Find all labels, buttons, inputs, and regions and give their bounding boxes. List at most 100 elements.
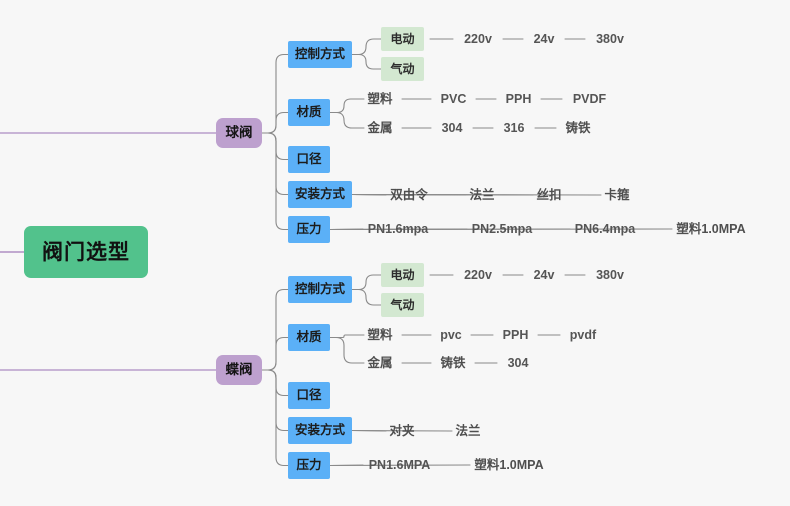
node-label: 法兰 — [469, 187, 495, 202]
node-label: 卡箍 — [604, 187, 630, 202]
node-bfly-plastic[interactable]: 塑料 — [364, 325, 396, 345]
branch-node-butterfly-valve[interactable]: 蝶阀 — [216, 355, 262, 385]
node-label: PPH — [505, 91, 532, 106]
node-ball-316[interactable]: 316 — [499, 118, 529, 138]
node-label: 蝶阀 — [225, 362, 253, 378]
node-ball-pph[interactable]: PPH — [502, 89, 535, 109]
node-label: 塑料 — [367, 91, 393, 106]
node-ball-plastic-10mpa[interactable]: 塑料1.0MPA — [672, 219, 750, 239]
node-bfly-220v[interactable]: 220v — [459, 265, 497, 285]
node-label: 材质 — [296, 105, 322, 120]
node-ball-380v[interactable]: 380v — [591, 29, 629, 49]
node-bfly-install[interactable]: 安装方式 — [288, 417, 352, 444]
node-label: 380v — [596, 31, 624, 46]
node-label: 丝扣 — [536, 187, 562, 202]
node-label: 电动 — [390, 32, 415, 46]
node-bfly-caliber[interactable]: 口径 — [288, 382, 330, 409]
node-ball-clamp[interactable]: 卡箍 — [601, 185, 633, 205]
node-label: 220v — [464, 31, 492, 46]
node-bfly-pressure[interactable]: 压力 — [288, 452, 330, 479]
node-ball-control-mode[interactable]: 控制方式 — [288, 41, 352, 68]
node-label: 阀门选型 — [42, 240, 130, 264]
node-label: 380v — [596, 267, 624, 282]
node-bfly-pvc[interactable]: pvc — [437, 325, 465, 345]
node-bfly-plastic-10mpa[interactable]: 塑料1.0MPA — [470, 455, 548, 475]
node-ball-plastic[interactable]: 塑料 — [364, 89, 396, 109]
node-label: 电动 — [390, 268, 415, 282]
branch-node-ball-valve[interactable]: 球阀 — [216, 118, 262, 148]
node-label: 气动 — [390, 298, 415, 312]
node-label: 金属 — [367, 120, 393, 135]
node-bfly-pneumatic[interactable]: 气动 — [381, 293, 424, 317]
node-bfly-380v[interactable]: 380v — [591, 265, 629, 285]
node-label: 控制方式 — [295, 47, 346, 62]
node-bfly-electric[interactable]: 电动 — [381, 263, 424, 287]
node-ball-pn64[interactable]: PN6.4mpa — [570, 219, 640, 239]
node-bfly-304[interactable]: 304 — [503, 353, 533, 373]
node-label: 安装方式 — [295, 423, 346, 438]
node-ball-24v[interactable]: 24v — [529, 29, 559, 49]
node-label: 304 — [507, 355, 529, 370]
node-label: PN1.6MPA — [368, 457, 431, 472]
node-bfly-24v[interactable]: 24v — [529, 265, 559, 285]
node-label: 材质 — [296, 330, 322, 345]
node-label: PPH — [502, 327, 529, 342]
node-ball-pn25[interactable]: PN2.5mpa — [467, 219, 537, 239]
node-ball-electric[interactable]: 电动 — [381, 27, 424, 51]
node-label: 塑料1.0MPA — [676, 221, 746, 236]
node-label: PN2.5mpa — [471, 221, 533, 236]
node-bfly-pn16[interactable]: PN1.6MPA — [363, 455, 436, 475]
node-label: 220v — [464, 267, 492, 282]
node-bfly-metal[interactable]: 金属 — [364, 353, 396, 373]
node-label: PVC — [440, 91, 467, 106]
node-label: 法兰 — [455, 423, 481, 438]
node-ball-caliber[interactable]: 口径 — [288, 146, 330, 173]
node-label: 控制方式 — [295, 282, 346, 297]
node-label: pvdf — [569, 327, 597, 342]
node-label: 塑料1.0MPA — [474, 457, 544, 472]
node-label: 铸铁 — [565, 120, 591, 135]
node-bfly-control-mode[interactable]: 控制方式 — [288, 276, 352, 303]
node-label: pvc — [440, 327, 462, 342]
node-bfly-cast-iron[interactable]: 铸铁 — [437, 353, 469, 373]
node-label: 口径 — [296, 152, 322, 167]
node-label: PN1.6mpa — [367, 221, 429, 236]
node-label: 316 — [503, 120, 525, 135]
node-ball-material[interactable]: 材质 — [288, 99, 330, 126]
node-label: 压力 — [296, 458, 322, 473]
node-ball-304[interactable]: 304 — [437, 118, 467, 138]
node-label: 金属 — [367, 355, 393, 370]
node-ball-double-union[interactable]: 双由令 — [386, 185, 432, 205]
node-label: PN6.4mpa — [574, 221, 636, 236]
node-ball-metal[interactable]: 金属 — [364, 118, 396, 138]
node-label: PVDF — [572, 91, 607, 106]
node-ball-pvdf[interactable]: PVDF — [568, 89, 611, 109]
node-bfly-pvdf[interactable]: pvdf — [566, 325, 600, 345]
root-node[interactable]: 阀门选型 — [24, 226, 148, 278]
node-label: 安装方式 — [295, 187, 346, 202]
node-ball-pn16[interactable]: PN1.6mpa — [363, 219, 433, 239]
node-ball-220v[interactable]: 220v — [459, 29, 497, 49]
node-ball-pvc[interactable]: PVC — [437, 89, 470, 109]
node-label: 双由令 — [390, 187, 428, 202]
node-ball-cast-iron[interactable]: 铸铁 — [562, 118, 594, 138]
node-bfly-wafer[interactable]: 对夹 — [386, 421, 418, 441]
node-ball-install[interactable]: 安装方式 — [288, 181, 352, 208]
node-label: 口径 — [296, 388, 322, 403]
node-ball-flange[interactable]: 法兰 — [466, 185, 498, 205]
node-bfly-pph[interactable]: PPH — [499, 325, 532, 345]
node-label: 压力 — [296, 222, 322, 237]
node-label: 气动 — [390, 62, 415, 76]
node-label: 铸铁 — [440, 355, 466, 370]
node-label: 塑料 — [367, 327, 393, 342]
node-ball-pressure[interactable]: 压力 — [288, 216, 330, 243]
node-label: 304 — [441, 120, 463, 135]
node-bfly-material[interactable]: 材质 — [288, 324, 330, 351]
node-ball-thread[interactable]: 丝扣 — [533, 185, 565, 205]
node-bfly-flange[interactable]: 法兰 — [452, 421, 484, 441]
node-label: 对夹 — [389, 423, 415, 438]
node-label: 24v — [533, 267, 555, 282]
node-label: 球阀 — [225, 125, 253, 141]
node-ball-pneumatic[interactable]: 气动 — [381, 57, 424, 81]
